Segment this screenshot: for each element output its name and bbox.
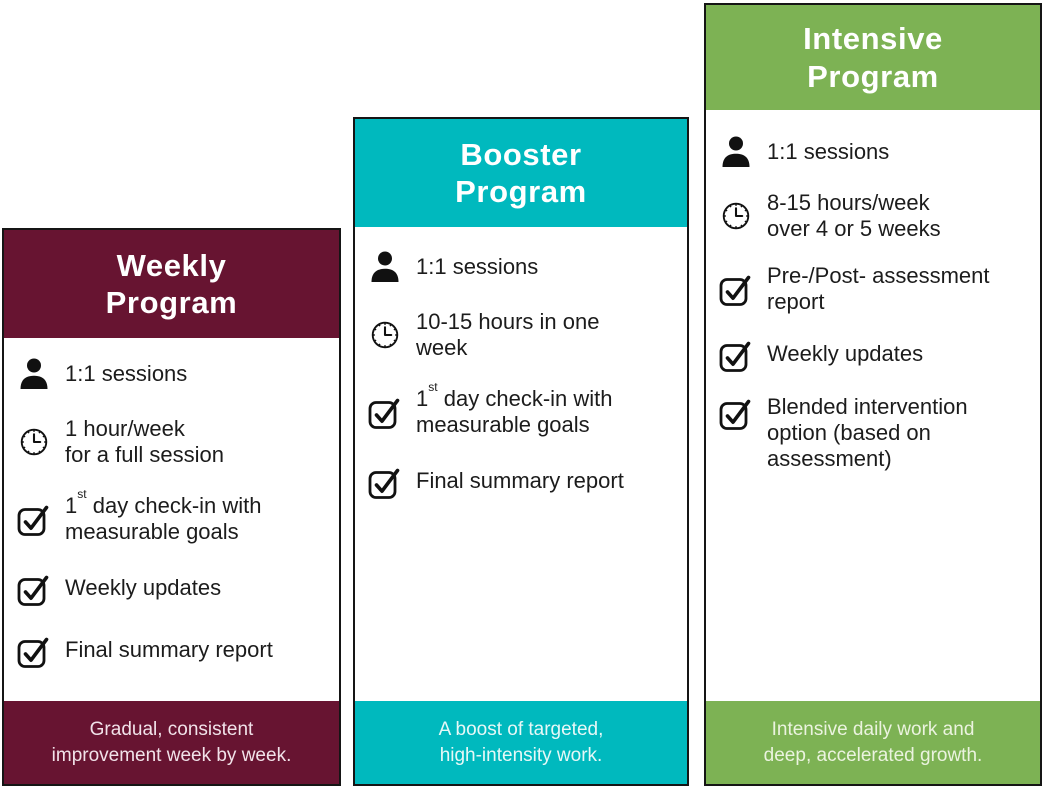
feature-item: Final summary report: [14, 632, 335, 670]
person-icon: [14, 356, 54, 392]
card-header: Booster Program: [355, 119, 687, 227]
clock-icon: [14, 425, 54, 459]
feature-item: 1:1 sessions: [365, 249, 683, 285]
card-title: Booster Program: [455, 136, 587, 210]
card-booster-program: Booster Program 1:1 sessions 10-15 hours …: [353, 117, 689, 786]
tagline-line: A boost of targeted,: [438, 719, 604, 741]
checkbox-icon: [14, 500, 54, 538]
feature-item: Final summary report: [365, 463, 683, 501]
tagline-line: improvement week by week.: [51, 744, 292, 766]
card-title-line: Weekly: [116, 247, 227, 283]
card-title: Weekly Program: [106, 247, 238, 321]
feature-text: 1:1 sessions: [65, 360, 188, 386]
person-icon: [716, 134, 756, 170]
card-title: Intensive Program: [803, 20, 943, 94]
checkbox-icon: [365, 463, 405, 501]
feature-text: Weekly updates: [767, 341, 924, 367]
checkbox-icon: [14, 632, 54, 670]
card-footer: Intensive daily work and deep, accelerat…: [706, 701, 1040, 784]
card-footer: Gradual, consistent improvement week by …: [4, 701, 339, 784]
card-intensive-program: Intensive Program 1:1 sessions 8-15 hours…: [704, 3, 1042, 786]
feature-item: Weekly updates: [14, 570, 335, 608]
tagline-line: deep, accelerated growth.: [763, 744, 983, 766]
tagline-line: high-intensity work.: [439, 744, 603, 766]
feature-item: 1:1 sessions: [716, 134, 1036, 170]
tagline-line: Gradual, consistent: [89, 719, 254, 741]
feature-text: 1:1 sessions: [767, 138, 890, 164]
card-header: Weekly Program: [4, 230, 339, 338]
card-header: Intensive Program: [706, 5, 1040, 110]
checkbox-icon: [716, 394, 756, 432]
card-title-line: Program: [455, 174, 587, 209]
checkbox-icon: [365, 393, 405, 431]
feature-text: 1:1 sessions: [416, 253, 539, 279]
feature-item: Weekly updates: [716, 336, 1036, 374]
card-title-line: Program: [807, 58, 939, 94]
card-title-line: Program: [105, 285, 238, 320]
checkbox-icon: [716, 270, 756, 308]
checkbox-icon: [716, 336, 756, 374]
card-title-line: Booster: [460, 136, 582, 172]
feature-text: Weekly updates: [65, 575, 222, 601]
checkbox-icon: [14, 570, 54, 608]
tagline-line: Intensive daily work and: [771, 719, 975, 741]
feature-item: 1:1 sessions: [14, 356, 335, 392]
person-icon: [365, 249, 405, 285]
card-footer: A boost of targeted, high-intensity work…: [355, 701, 687, 784]
feature-text: Final summary report: [416, 468, 624, 494]
card-title-line: Intensive: [803, 21, 943, 57]
feature-text: Final summary report: [65, 637, 273, 663]
clock-icon: [365, 318, 405, 352]
clock-icon: [716, 199, 756, 233]
